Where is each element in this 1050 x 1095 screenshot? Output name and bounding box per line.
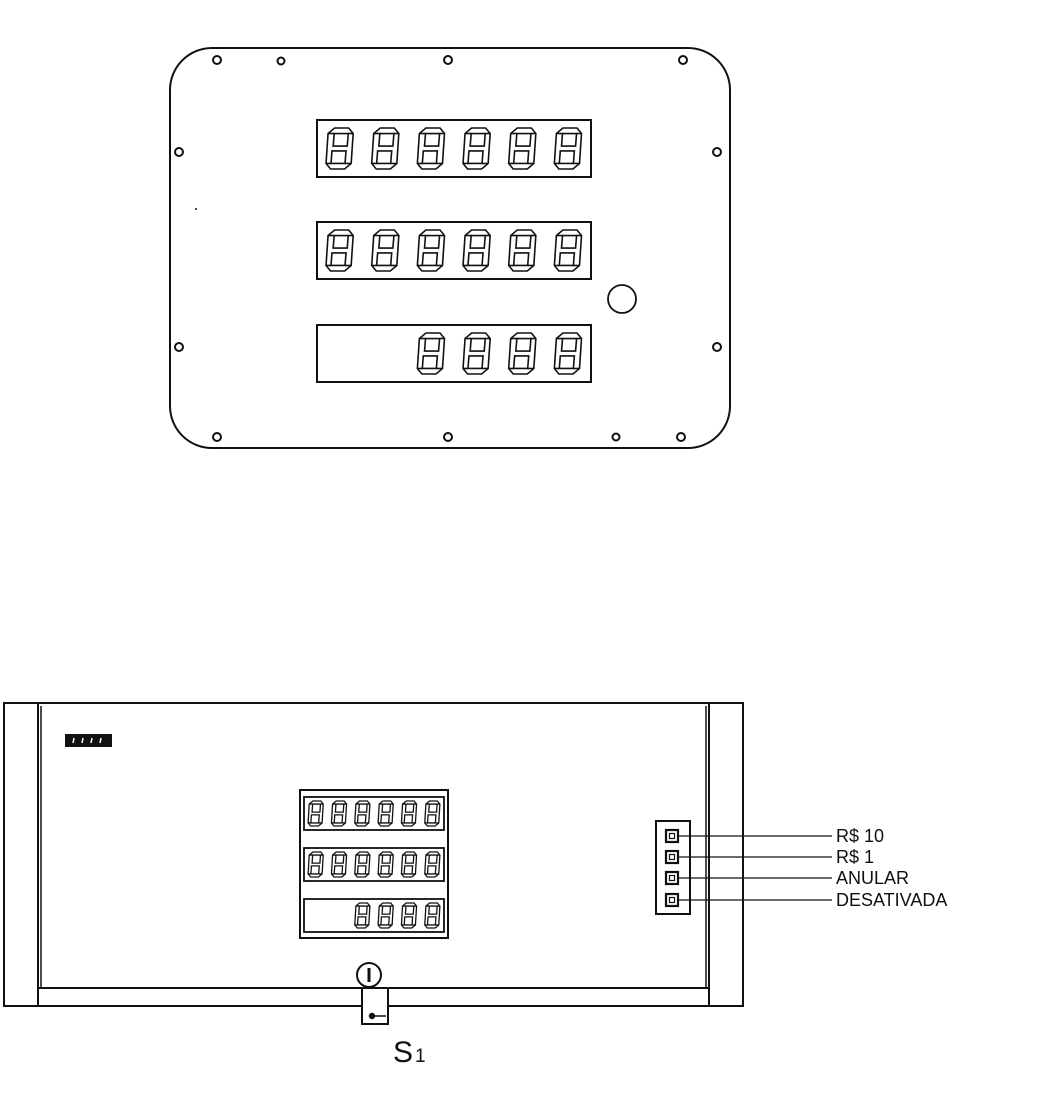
mounting-hole: [678, 55, 688, 65]
switch-label-sub: 1: [415, 1046, 426, 1067]
digit: [400, 902, 418, 929]
digit: [462, 127, 491, 170]
front-display-3: [316, 324, 592, 383]
mounting-hole: [174, 147, 184, 157]
digit: [400, 851, 418, 878]
mounting-hole: [712, 342, 722, 352]
digit: [354, 851, 371, 878]
selector-button[interactable]: DESATIVADA: [664, 890, 947, 910]
digit: [416, 127, 446, 170]
selector-button-body[interactable]: [664, 849, 680, 865]
digit: [507, 127, 537, 170]
mounting-hole: [443, 55, 453, 65]
digit: [377, 800, 394, 827]
digit: [325, 229, 354, 272]
led-block: [65, 734, 112, 747]
key-switch: [356, 962, 389, 1025]
digit: [307, 851, 324, 878]
digit: [354, 800, 371, 827]
mounting-hole: [276, 56, 286, 66]
cabinet-left-post: [3, 702, 39, 1007]
digit: [553, 229, 583, 272]
mounting-hole: [174, 342, 184, 352]
digit: [424, 902, 441, 929]
digit: [400, 800, 418, 827]
speck: [195, 208, 197, 210]
selector-button[interactable]: R$ 1: [664, 847, 874, 867]
front-displays: [316, 119, 592, 383]
front-panel: [169, 47, 731, 449]
mounting-hole: [212, 432, 222, 442]
selector-button[interactable]: R$ 10: [664, 826, 884, 846]
selector-button-body[interactable]: [664, 828, 680, 844]
mounting-hole: [212, 55, 222, 65]
switch-label-main: S: [393, 1036, 413, 1069]
digit: [424, 851, 441, 878]
button-strip: [655, 820, 691, 915]
digit: [370, 229, 400, 272]
selector-button-label: R$ 1: [836, 847, 874, 867]
digit: [307, 800, 324, 827]
digit: [416, 229, 446, 272]
selector-button[interactable]: ANULAR: [664, 868, 909, 888]
front-display-1: [316, 119, 592, 178]
indicator-lamp: [607, 284, 637, 314]
selector-button-body[interactable]: [664, 870, 680, 886]
small-display-housing: [299, 789, 449, 939]
digit: [416, 332, 446, 375]
digit: [330, 851, 348, 878]
mounting-hole: [712, 147, 722, 157]
cabinet-right-post: [708, 702, 744, 1007]
small-display-3: [303, 898, 445, 933]
digit: [507, 229, 537, 272]
digit: [553, 332, 583, 375]
selector-button-label: DESATIVADA: [836, 890, 947, 910]
led-block-marks: [72, 737, 102, 744]
mounting-hole: [676, 432, 686, 442]
front-panel-plate: [169, 47, 731, 449]
digit: [424, 800, 441, 827]
mounting-hole: [611, 432, 621, 442]
digit: [330, 800, 348, 827]
mounting-hole: [443, 432, 453, 442]
selector-button-label: R$ 10: [836, 826, 884, 846]
digit: [354, 902, 371, 929]
key-switch-body: [361, 987, 389, 1025]
digit: [462, 229, 491, 272]
small-display-2: [303, 847, 445, 882]
digit: [377, 902, 394, 929]
cabinet-view: [3, 702, 744, 1007]
front-display-2: [316, 221, 592, 280]
digit: [553, 127, 583, 170]
digit: [377, 851, 394, 878]
side-displays: [303, 796, 445, 933]
digit: [462, 332, 491, 375]
selector-button-label: ANULAR: [836, 868, 909, 888]
mounting-holes: [174, 55, 722, 442]
small-display-1: [303, 796, 445, 831]
digit: [370, 127, 400, 170]
digit: [507, 332, 537, 375]
digit: [325, 127, 354, 170]
selector-button-body[interactable]: [664, 892, 680, 908]
